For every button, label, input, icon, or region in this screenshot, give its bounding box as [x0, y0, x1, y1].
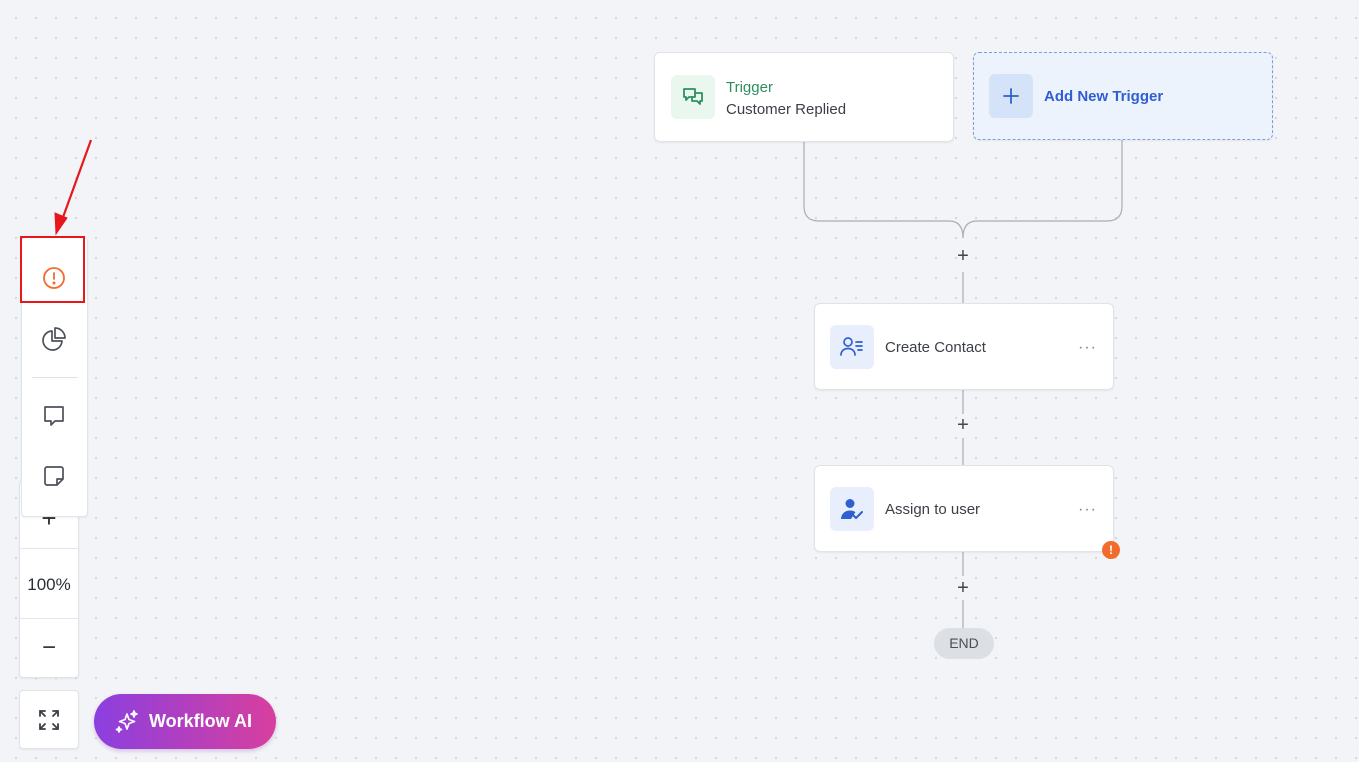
warning-badge[interactable]: !	[1102, 541, 1120, 559]
action-label: Create Contact	[885, 339, 986, 356]
zoom-divider	[20, 548, 78, 549]
fullscreen-button[interactable]	[19, 690, 79, 749]
action-card-create-contact[interactable]: Create Contact ···	[814, 303, 1114, 390]
trigger-subtitle: Customer Replied	[726, 101, 847, 118]
sticky-note-button[interactable]	[32, 454, 76, 498]
toolbar-divider	[32, 377, 78, 378]
sticky-note-icon	[44, 466, 64, 486]
add-step-button[interactable]: +	[957, 577, 969, 599]
action-icon-box	[830, 325, 874, 369]
zoom-out-button[interactable]: −	[41, 634, 56, 661]
add-trigger-label: Add New Trigger	[1044, 88, 1164, 105]
action-card-assign-to-user[interactable]: Assign to user ···	[814, 465, 1114, 552]
zoom-divider	[20, 618, 78, 619]
errors-button[interactable]	[32, 256, 76, 300]
action-icon-box	[830, 487, 874, 531]
trigger-title: Trigger	[726, 79, 773, 96]
errors-icon	[43, 267, 65, 289]
expand-icon	[39, 709, 59, 730]
end-node: END	[934, 628, 994, 659]
workflow-ai-label: Workflow AI	[149, 711, 252, 731]
user-check-icon	[841, 499, 863, 519]
trigger-card[interactable]: Trigger Customer Replied	[654, 52, 954, 142]
add-step-button[interactable]: +	[957, 414, 969, 436]
action-label: Assign to user	[885, 501, 981, 518]
trigger-icon-box	[671, 75, 715, 119]
add-trigger-icon-box	[989, 74, 1033, 118]
add-step-button[interactable]: +	[957, 245, 969, 267]
add-new-trigger-card[interactable]: Add New Trigger	[973, 52, 1273, 140]
comment-icon	[44, 406, 64, 426]
zoom-level: 100%	[27, 575, 71, 594]
analytics-button[interactable]	[32, 317, 76, 361]
sparkle-icon	[115, 709, 138, 733]
comment-button[interactable]	[32, 394, 76, 438]
workflow-ai-button[interactable]: Workflow AI	[94, 694, 276, 749]
analytics-pie-icon	[42, 327, 66, 351]
annotation-highlight-box	[20, 236, 85, 303]
contact-list-icon	[840, 337, 863, 356]
chat-bubbles-icon	[683, 88, 703, 105]
annotation-arrow	[54, 139, 93, 236]
action-menu-button[interactable]: ···	[1078, 501, 1097, 518]
plus-icon	[1003, 88, 1019, 104]
left-toolbar	[21, 237, 88, 517]
action-menu-button[interactable]: ···	[1078, 339, 1097, 356]
